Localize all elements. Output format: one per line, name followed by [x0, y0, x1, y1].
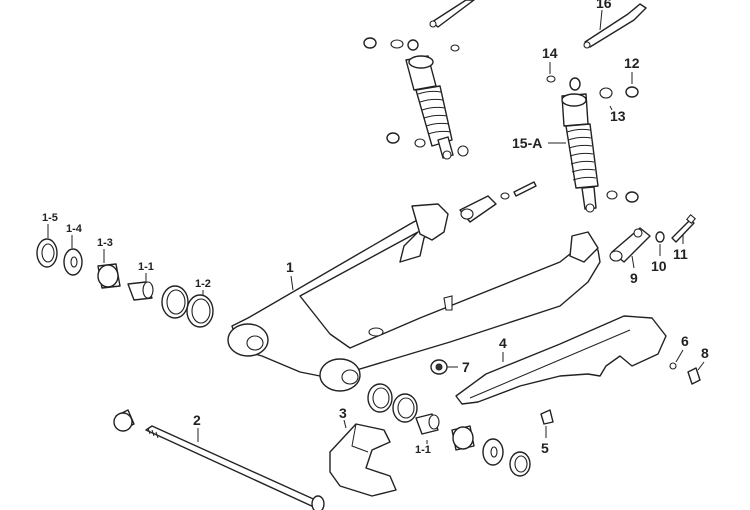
- label-6: 6: [681, 333, 689, 349]
- label-14: 14: [542, 45, 558, 61]
- label-1-3: 1-3: [97, 237, 113, 249]
- shock-absorber-right: [546, 75, 639, 213]
- label-9: 9: [630, 270, 638, 286]
- upper-bracket-assembly: [459, 181, 537, 223]
- shock-lower-bracket: [609, 227, 651, 263]
- needle-bearing: [97, 263, 121, 289]
- label-1-5: 1-5: [42, 212, 58, 224]
- callouts: 16 14 12 13 15-A 1-5 1-4 1-3 1-1 1-2 1 9…: [42, 0, 709, 456]
- bushing-lower: [415, 413, 440, 435]
- swingarm: [227, 203, 601, 392]
- chain-slider: [329, 423, 397, 497]
- label-1: 1: [286, 259, 294, 275]
- shock-absorber-left: [363, 37, 469, 160]
- link-rod-right: [583, 3, 647, 49]
- bushing-upper: [127, 281, 154, 301]
- link-rod-left: [429, 0, 475, 28]
- pivot-shaft: [113, 409, 325, 510]
- label-15a: 15-A: [512, 135, 542, 151]
- rubber-bumper: [430, 359, 448, 375]
- label-2: 2: [193, 412, 201, 428]
- washer-6: [669, 362, 677, 370]
- grommet: [540, 409, 554, 425]
- label-1-1: 1-1: [138, 261, 154, 273]
- label-4: 4: [499, 335, 507, 351]
- label-16: 16: [596, 0, 612, 11]
- label-7: 7: [462, 359, 470, 375]
- thrust-washer-lower: [482, 438, 504, 466]
- label-1-1-lower: 1-1: [415, 444, 431, 456]
- label-10: 10: [651, 258, 667, 274]
- chain-guard: [455, 315, 667, 405]
- bolt-8: [687, 367, 701, 385]
- label-1-4: 1-4: [66, 223, 83, 235]
- label-8: 8: [701, 345, 709, 361]
- needle-bearing-lower: [451, 425, 475, 451]
- bolt-11: [671, 213, 697, 243]
- label-1-2: 1-2: [195, 278, 211, 290]
- label-3: 3: [339, 405, 347, 421]
- nut-10: [655, 231, 665, 243]
- dust-seal-lower: [509, 451, 531, 477]
- seal-ring-upper: [161, 285, 214, 328]
- label-11: 11: [673, 246, 688, 262]
- thrust-washer: [63, 248, 83, 276]
- seal-ring-lower: [367, 383, 418, 423]
- label-12: 12: [624, 55, 640, 71]
- label-5: 5: [541, 440, 549, 456]
- dust-seal: [36, 238, 58, 268]
- label-13: 13: [610, 108, 626, 124]
